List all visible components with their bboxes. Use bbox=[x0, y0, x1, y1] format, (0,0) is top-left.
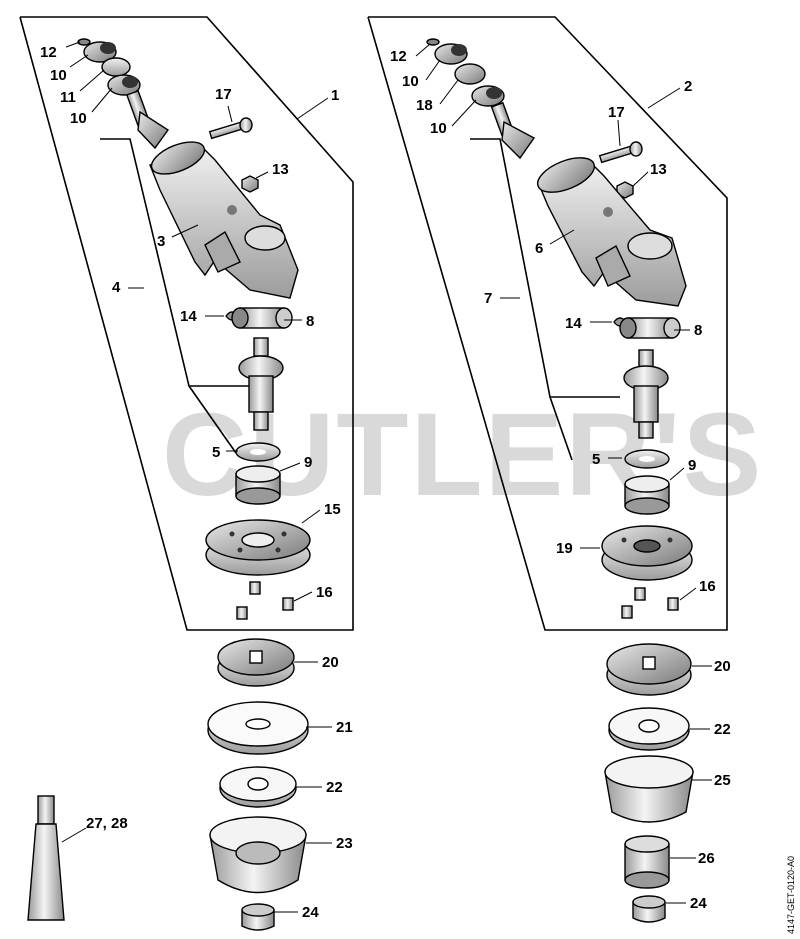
label-27-28: 27, 28 bbox=[86, 815, 128, 832]
label-15: 15 bbox=[324, 501, 341, 518]
screw-17 bbox=[208, 117, 253, 140]
bearing-9 bbox=[235, 465, 281, 505]
bearing-10-top-right bbox=[434, 43, 468, 65]
label-5-right: 5 bbox=[592, 451, 600, 468]
sleeve-18 bbox=[454, 63, 486, 85]
label-21: 21 bbox=[336, 719, 353, 736]
washer-5-right bbox=[624, 449, 670, 469]
label-25: 25 bbox=[714, 772, 731, 789]
label-10b-right: 10 bbox=[430, 120, 447, 137]
spindle-gear bbox=[238, 337, 284, 431]
spacer-26 bbox=[624, 835, 670, 889]
label-10a-right: 10 bbox=[402, 73, 419, 90]
mowing-head-nut-24 bbox=[241, 903, 275, 931]
label-9-left: 9 bbox=[304, 454, 312, 471]
label-26: 26 bbox=[698, 850, 715, 867]
rider-plate-23 bbox=[209, 816, 307, 894]
label-9-right: 9 bbox=[688, 457, 696, 474]
label-20-right: 20 bbox=[714, 658, 731, 675]
bearing-8-right bbox=[619, 317, 681, 339]
label-22-left: 22 bbox=[326, 779, 343, 796]
label-1: 1 bbox=[331, 87, 339, 104]
kit-4-outline bbox=[100, 138, 250, 454]
left-leaders bbox=[61, 41, 332, 913]
thrust-washer-22-right bbox=[608, 707, 690, 751]
kit-2-outline bbox=[367, 16, 728, 631]
kit-1-outline bbox=[19, 16, 354, 631]
bevel-pinion bbox=[125, 90, 170, 150]
label-2: 2 bbox=[684, 78, 692, 95]
label-8-left: 8 bbox=[306, 313, 314, 330]
kit-7-outline bbox=[470, 138, 620, 461]
label-18: 18 bbox=[416, 97, 433, 114]
mowing-head-nut-24-right bbox=[632, 895, 666, 923]
thrust-plate-19 bbox=[601, 525, 693, 581]
bearing-10-second-right bbox=[471, 85, 505, 107]
screw-17-right bbox=[598, 141, 643, 164]
spindle-gear-right bbox=[623, 349, 669, 439]
label-11-left: 11 bbox=[60, 89, 76, 106]
label-13-left: 13 bbox=[272, 161, 289, 178]
label-24-right: 24 bbox=[690, 895, 707, 912]
gear-housing-6 bbox=[536, 157, 687, 307]
label-10b-left: 10 bbox=[70, 110, 87, 127]
label-7: 7 bbox=[484, 290, 492, 307]
bearing-10-second bbox=[107, 74, 141, 96]
grease-tube-27-28 bbox=[27, 795, 65, 921]
label-23: 23 bbox=[336, 835, 353, 852]
gear-housing-3 bbox=[149, 141, 299, 299]
label-17-right: 17 bbox=[608, 104, 625, 121]
rider-plate-25 bbox=[604, 755, 694, 823]
washer-5 bbox=[235, 442, 281, 462]
label-10a-left: 10 bbox=[50, 67, 67, 84]
bevel-pinion-right bbox=[490, 101, 536, 160]
washer-11 bbox=[101, 57, 131, 77]
bearing-9-right bbox=[624, 475, 670, 515]
thrust-washer-22 bbox=[219, 766, 297, 808]
label-24-left: 24 bbox=[302, 904, 319, 921]
label-4: 4 bbox=[112, 279, 121, 296]
label-13-right: 13 bbox=[650, 161, 667, 178]
thrust-plate-15 bbox=[205, 519, 311, 576]
label-12-right: 12 bbox=[390, 48, 407, 65]
anti-wrap-guard-21 bbox=[207, 701, 309, 755]
label-17-left: 17 bbox=[215, 86, 232, 103]
label-12-left: 12 bbox=[40, 44, 57, 61]
nut-13 bbox=[241, 175, 259, 193]
screws-16 bbox=[236, 581, 294, 620]
label-16-right: 16 bbox=[699, 578, 716, 595]
thrust-plate-20 bbox=[217, 638, 295, 687]
circlip-12-right bbox=[426, 38, 440, 46]
label-14-right: 14 bbox=[565, 315, 582, 332]
label-3: 3 bbox=[157, 233, 165, 250]
bearing-10-top bbox=[83, 41, 117, 63]
circlip-12 bbox=[77, 38, 91, 46]
label-16-left: 16 bbox=[316, 584, 333, 601]
right-assembly: 12 10 18 10 17 2 13 6 7 14 8 5 9 19 16 2… bbox=[367, 16, 731, 923]
label-22-right: 22 bbox=[714, 721, 731, 738]
label-19: 19 bbox=[556, 540, 573, 557]
label-8-right: 8 bbox=[694, 322, 702, 339]
left-assembly: 12 10 11 10 17 1 13 3 4 14 8 5 9 15 16 2… bbox=[19, 16, 354, 931]
label-14-left: 14 bbox=[180, 308, 197, 325]
label-6: 6 bbox=[535, 240, 543, 257]
thrust-plate-20-right bbox=[606, 643, 692, 696]
drawing-code: 4147-GET-0120-A0 bbox=[786, 856, 796, 934]
screws-16-right bbox=[621, 587, 679, 619]
label-5-left: 5 bbox=[212, 444, 220, 461]
right-leaders bbox=[415, 43, 712, 904]
label-20-left: 20 bbox=[322, 654, 339, 671]
bearing-8 bbox=[231, 307, 293, 329]
